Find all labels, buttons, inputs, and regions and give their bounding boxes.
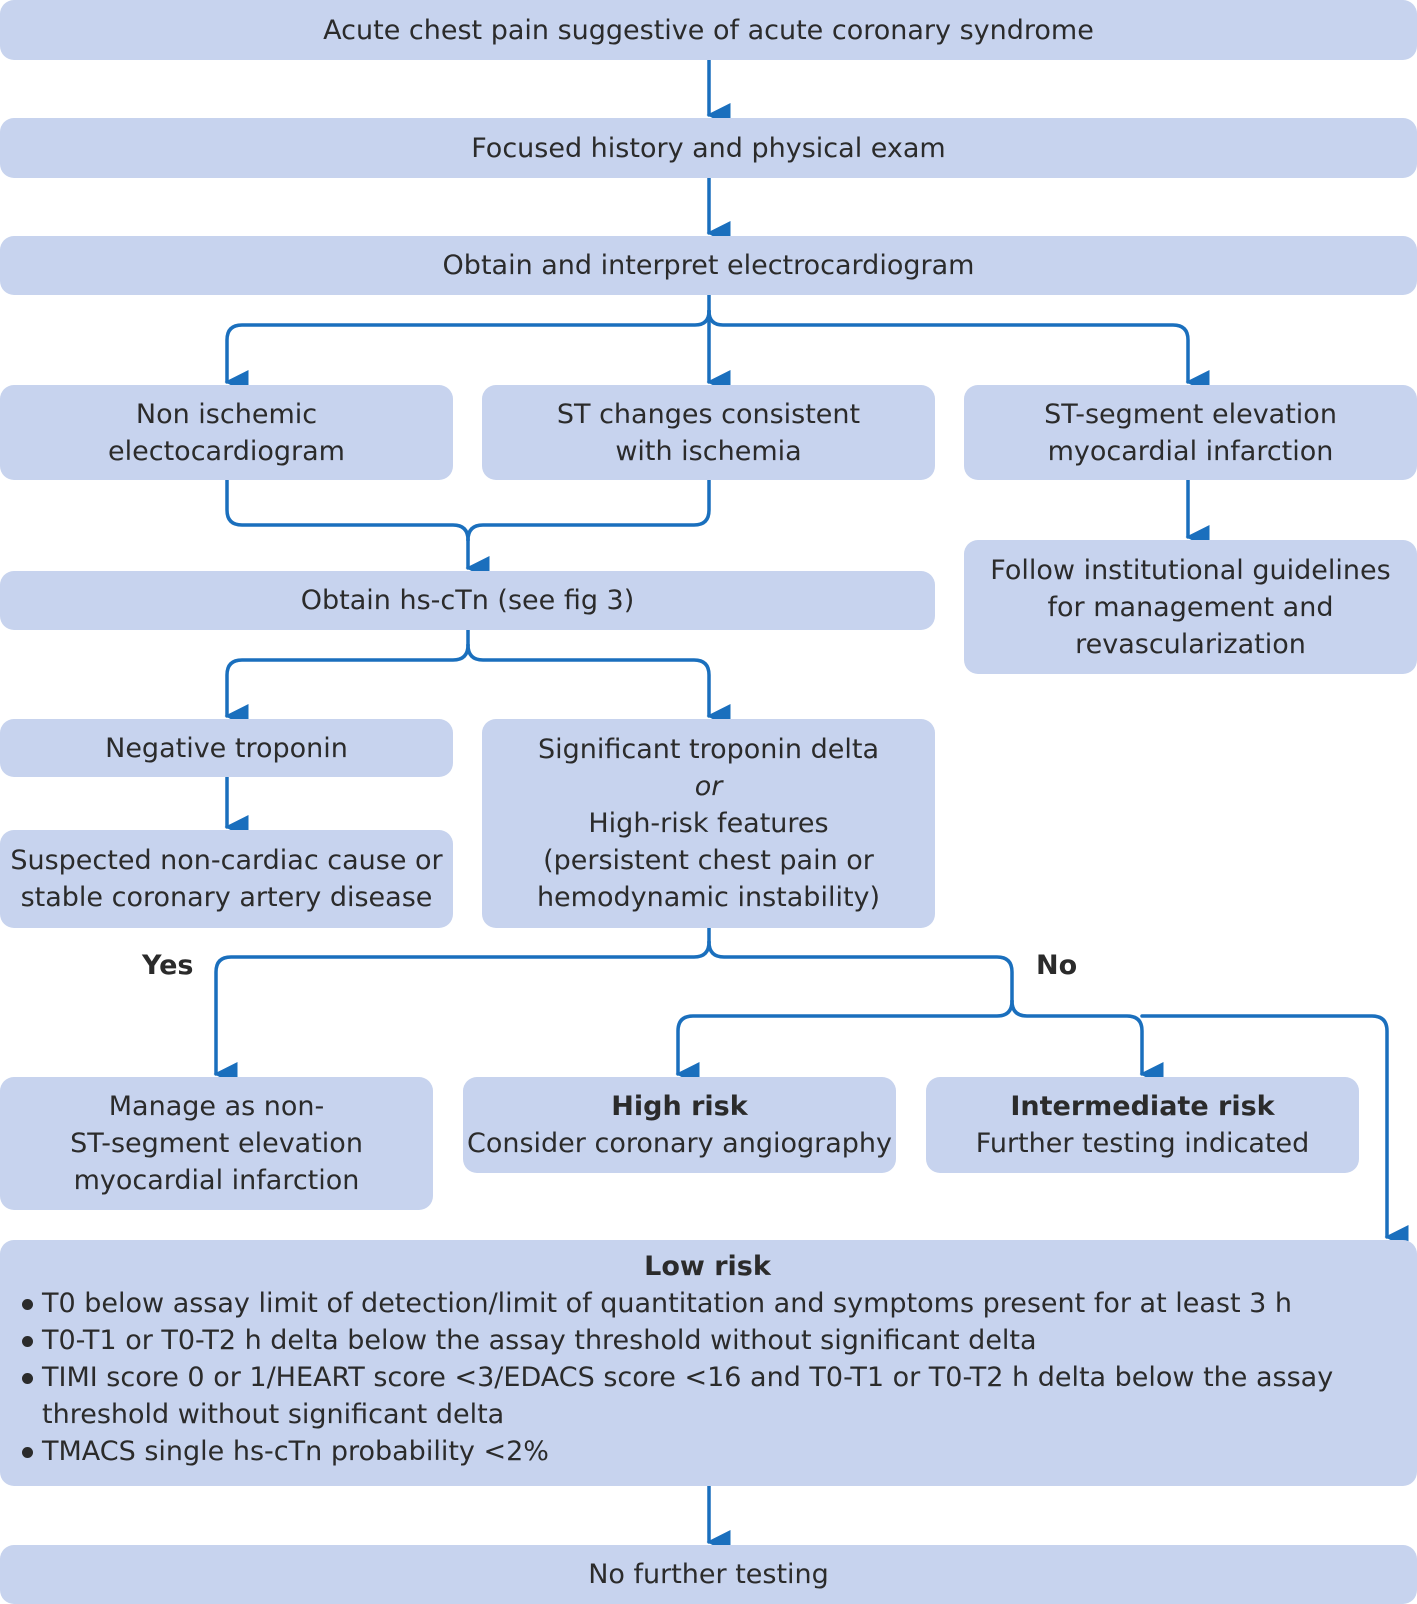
node-text: Follow institutional guidelines	[990, 554, 1391, 586]
node-intermediate-risk: Intermediate risk Further testing indica…	[926, 1077, 1359, 1173]
node-text: Significant troponin delta	[537, 734, 880, 765]
connector-st-changes-to-merge	[466, 478, 711, 542]
node-text: Non ischemic	[135, 398, 318, 430]
node-acute-chest-pain: Acute chest pain suggestive of acute cor…	[0, 0, 1417, 60]
list-item: TMACS single hs-cTn probability <2%	[18, 1433, 1397, 1470]
low-risk-criteria-list: T0 below assay limit of detection/limit …	[18, 1285, 1397, 1470]
list-item: T0 below assay limit of detection/limit …	[18, 1285, 1397, 1322]
node-follow-guidelines: Follow institutional guidelines for mana…	[964, 540, 1417, 674]
node-text: Consider coronary angiography	[466, 1128, 893, 1159]
label-yes: Yes	[142, 950, 194, 981]
label-no: No	[1036, 950, 1078, 981]
node-text: revascularization	[1075, 628, 1306, 660]
node-text: High-risk features	[588, 808, 829, 839]
node-significant-delta: Significant troponin delta or High-risk …	[482, 719, 935, 928]
node-text-or: or	[694, 771, 723, 802]
node-st-changes: ST changes consistent with ischemia	[482, 385, 935, 480]
node-high-risk: High risk Consider coronary angiography	[463, 1077, 896, 1173]
arrow-ecg-to-stemi	[707, 309, 1210, 394]
node-text: ST-segment elevation	[70, 1128, 363, 1159]
node-no-further-testing: No further testing	[0, 1545, 1417, 1604]
node-negative-troponin: Negative troponin	[0, 719, 453, 777]
node-text: Acute chest pain suggestive of acute cor…	[323, 14, 1094, 46]
connector-nonischemic-to-merge	[225, 478, 470, 542]
node-text: for management and	[1047, 591, 1334, 623]
arrow-no-to-high-risk	[675, 999, 1014, 1086]
node-text: Suspected non-cardiac cause or	[10, 845, 443, 876]
node-hs-ctn: Obtain hs-cTn (see fig 3)	[0, 571, 935, 630]
node-nstemi: Manage as non- ST-segment elevation myoc…	[0, 1077, 433, 1210]
node-non-ischemic: Non ischemic electocardiogram	[0, 385, 453, 480]
node-text: No further testing	[588, 1559, 829, 1590]
node-text: Obtain hs-cTn (see fig 3)	[300, 585, 635, 616]
arrow-hsctn-to-significant	[466, 643, 731, 728]
node-low-risk: Low risk T0 below assay limit of detecti…	[0, 1240, 1417, 1486]
node-title: Intermediate risk	[1010, 1091, 1275, 1122]
list-item: TIMI score 0 or 1/HEART score <3/EDACS s…	[18, 1359, 1397, 1433]
node-text: myocardial infarction	[1047, 435, 1334, 467]
node-text: hemodynamic instability)	[536, 882, 881, 913]
node-text: Further testing indicated	[975, 1128, 1310, 1159]
node-text: (persistent chest pain or	[543, 845, 874, 876]
arrow-no-to-intermediate-risk	[1010, 999, 1164, 1086]
arrow-yes-to-nstemi	[213, 940, 711, 1086]
node-title: High risk	[611, 1091, 748, 1122]
connector-no-branch	[707, 940, 1014, 1003]
arrow-no-to-low-risk	[1140, 1014, 1409, 1249]
node-title: Low risk	[644, 1251, 771, 1282]
node-ecg: Obtain and interpret electrocardiogram	[0, 236, 1417, 295]
node-non-cardiac: Suspected non-cardiac cause or stable co…	[0, 830, 453, 928]
arrow-hsctn-to-negative	[224, 643, 470, 728]
node-text: ST-segment elevation	[1044, 398, 1337, 430]
node-text: Focused history and physical exam	[471, 132, 946, 164]
node-history-exam: Focused history and physical exam	[0, 118, 1417, 178]
node-stemi: ST-segment elevation myocardial infarcti…	[964, 385, 1417, 480]
node-text: Manage as non-	[108, 1091, 325, 1122]
node-text: stable coronary artery disease	[20, 882, 433, 913]
node-text: electocardiogram	[108, 435, 345, 467]
node-text: with ischemia	[615, 435, 802, 467]
node-text: myocardial infarction	[73, 1165, 360, 1196]
arrow-ecg-to-nonischemic	[224, 309, 711, 394]
list-item: T0-T1 or T0-T2 h delta below the assay t…	[18, 1322, 1397, 1359]
node-text: ST changes consistent	[556, 398, 861, 430]
node-text: Obtain and interpret electrocardiogram	[442, 250, 975, 281]
node-text: Negative troponin	[105, 732, 348, 764]
